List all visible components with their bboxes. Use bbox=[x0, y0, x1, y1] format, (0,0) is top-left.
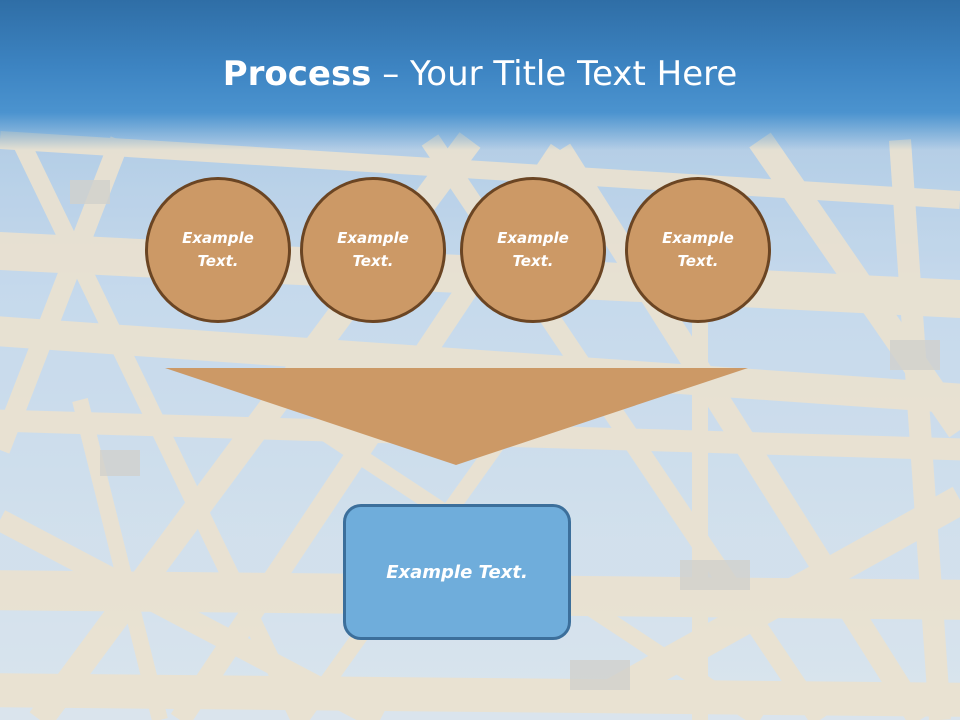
title-text: – Your Title Text Here bbox=[371, 54, 738, 94]
result-box[interactable]: Example Text. bbox=[343, 504, 571, 640]
result-text: Example Text. bbox=[386, 561, 528, 583]
process-step-circle-1[interactable]: Example Text. bbox=[145, 177, 291, 323]
process-step-circle-3[interactable]: Example Text. bbox=[460, 177, 606, 323]
step-3-line-1: Example bbox=[497, 229, 569, 247]
step-4-line-1: Example bbox=[662, 229, 734, 247]
step-2-line-2: Text. bbox=[352, 252, 394, 270]
title-banner bbox=[0, 0, 960, 150]
step-3-line-2: Text. bbox=[512, 252, 554, 270]
step-1-line-2: Text. bbox=[197, 252, 239, 270]
title-keyword: Process bbox=[222, 54, 372, 94]
funnel-triangle-shape[interactable] bbox=[165, 368, 748, 466]
slide-title[interactable]: Process – Your Title Text Here bbox=[0, 52, 960, 96]
step-4-line-2: Text. bbox=[677, 252, 719, 270]
process-step-circle-4[interactable]: Example Text. bbox=[625, 177, 771, 323]
step-1-line-1: Example bbox=[182, 229, 254, 247]
step-2-line-1: Example bbox=[337, 229, 409, 247]
process-step-circle-2[interactable]: Example Text. bbox=[300, 177, 446, 323]
